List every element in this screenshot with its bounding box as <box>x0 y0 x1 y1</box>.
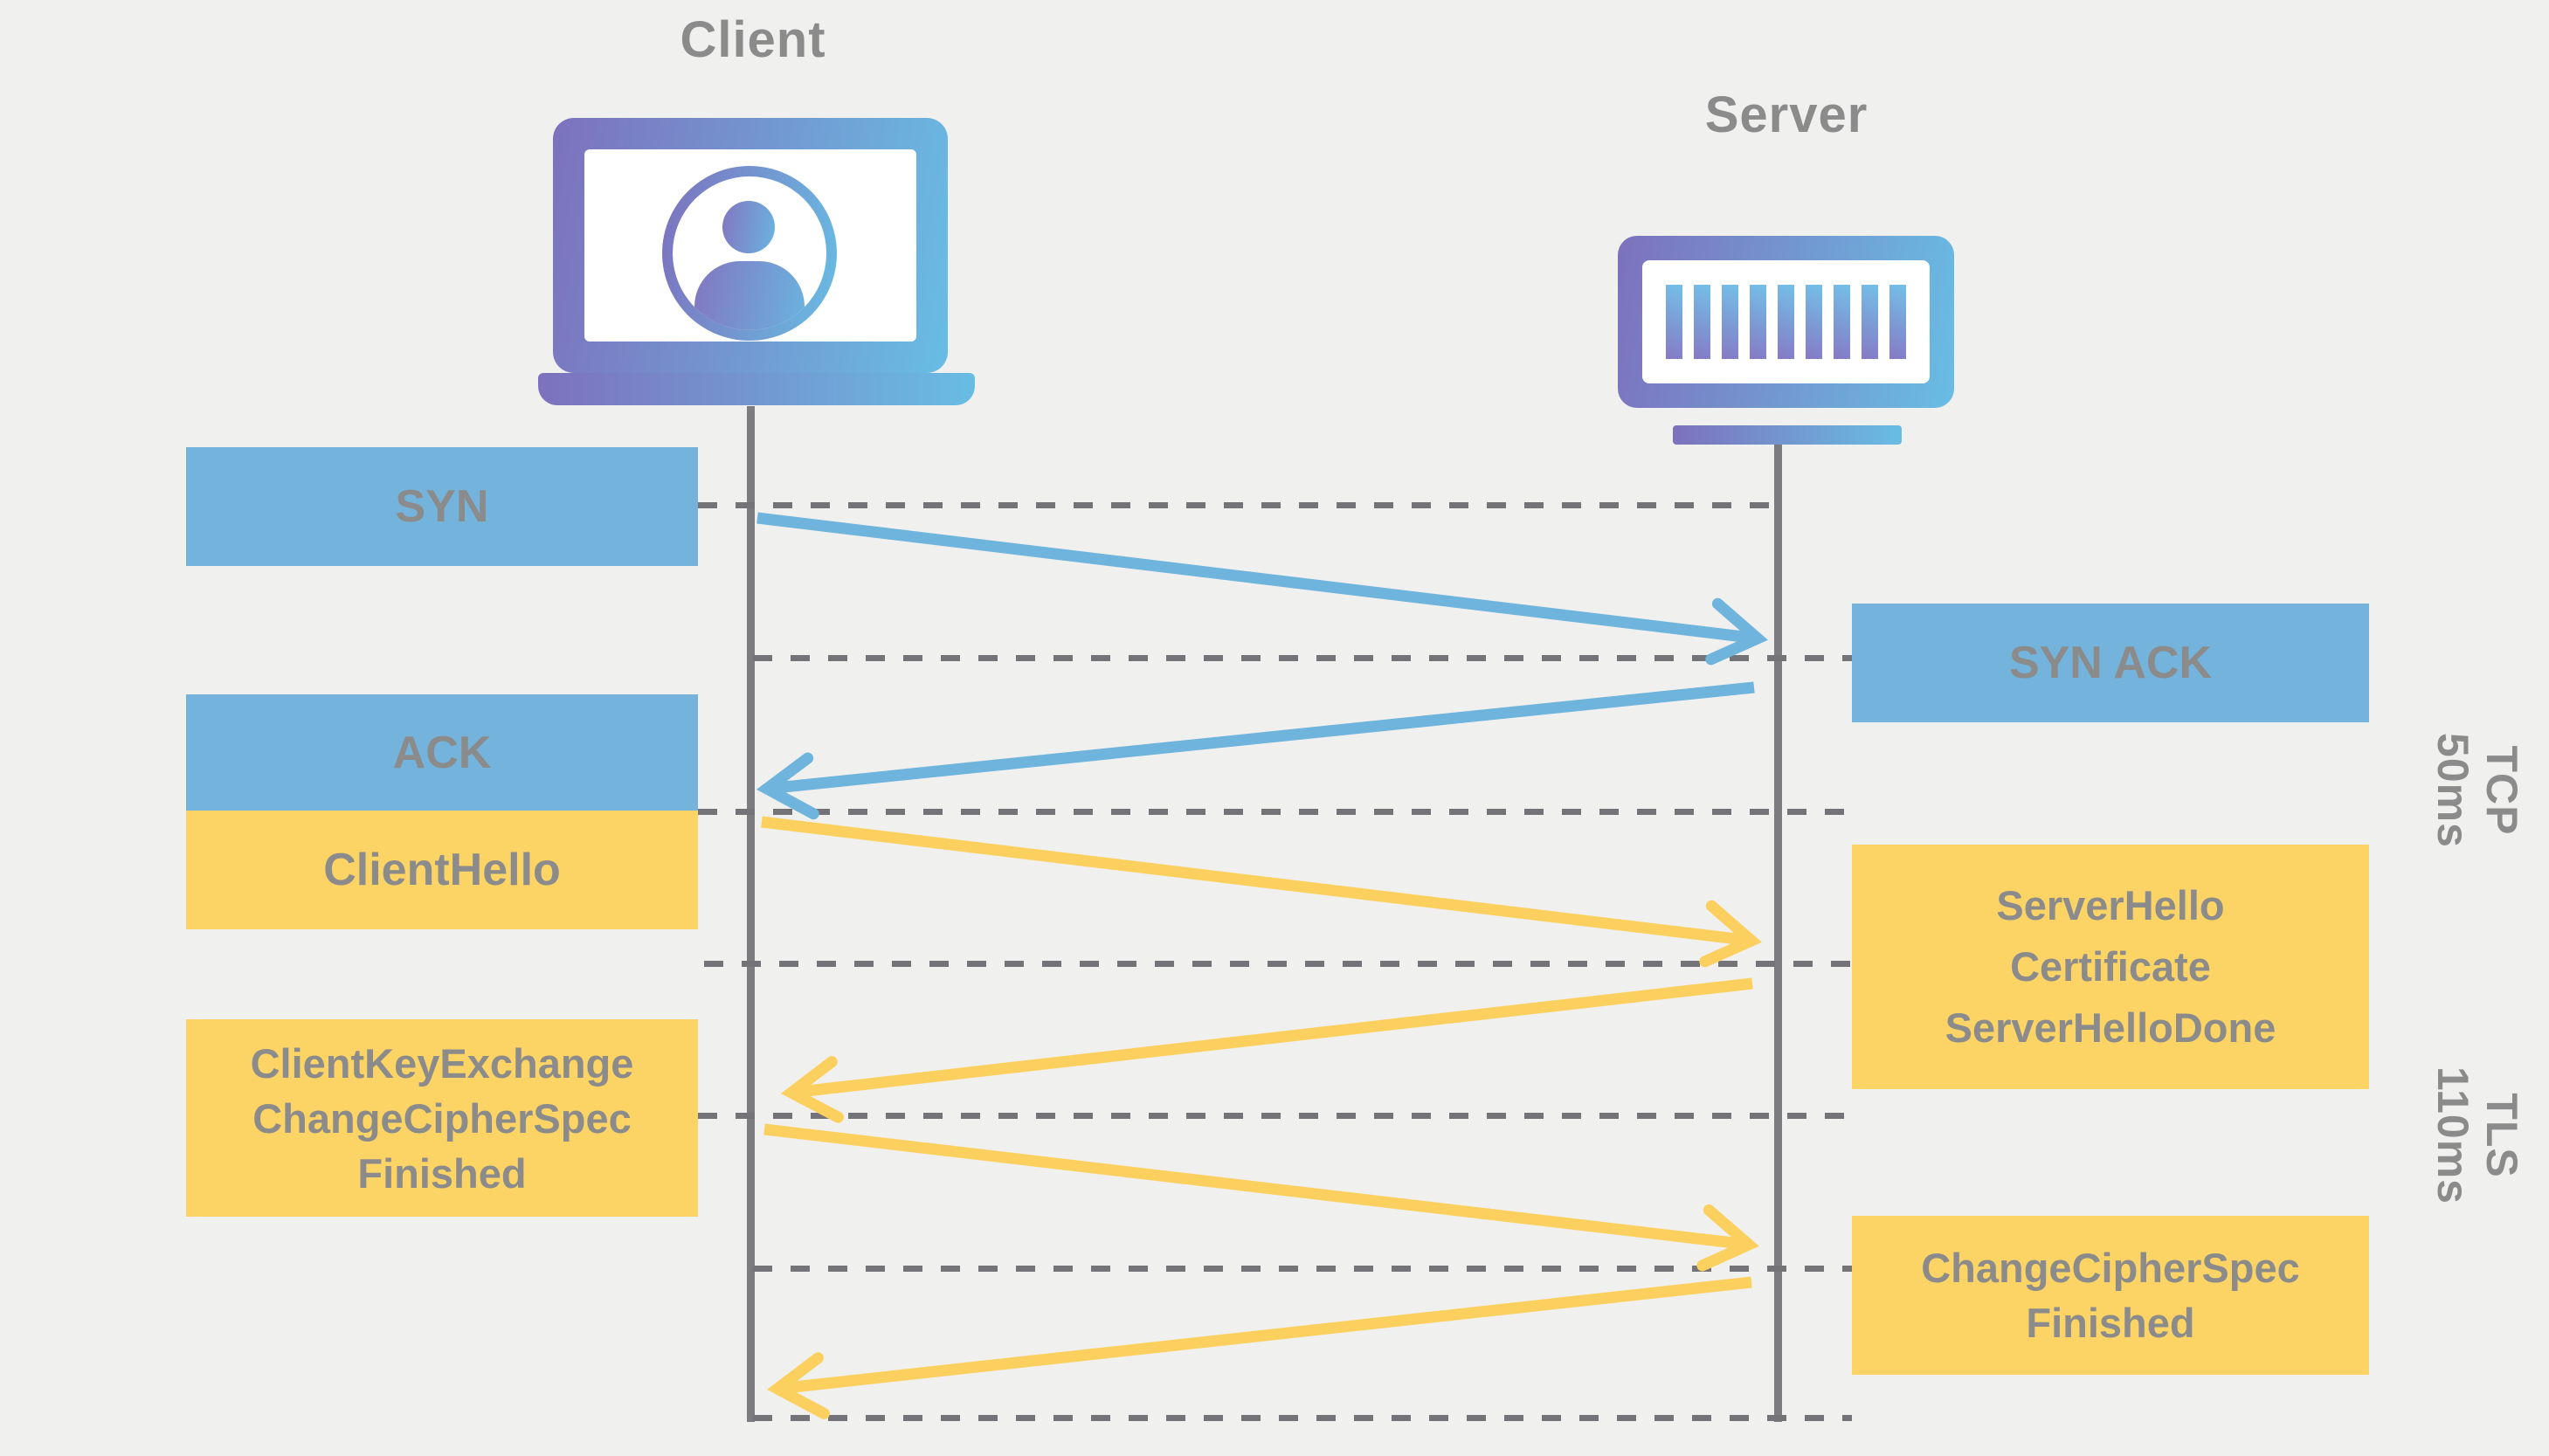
server-slot-bar <box>1806 285 1822 359</box>
timeline-rule-serverhello <box>704 961 1852 967</box>
arrow-change-cipher-spec <box>766 1276 1752 1419</box>
timeline-rule-synack <box>753 655 1852 661</box>
arrow-client-hello <box>761 816 1762 968</box>
avatar <box>662 166 837 341</box>
avatar-head <box>722 201 775 253</box>
server-slot-bar <box>1778 285 1794 359</box>
server-slot-bar <box>1889 285 1906 359</box>
timeline-rule-ack-clienthello <box>698 809 1852 815</box>
server-slot-bar <box>1666 285 1682 359</box>
message-box-client-hello: ClientHello <box>186 811 698 929</box>
server-base <box>1673 425 1902 445</box>
arrow-syn <box>756 512 1768 666</box>
server-slot-bar <box>1834 285 1850 359</box>
phase-label-tls: TLS 110ms <box>2428 1066 2526 1204</box>
client-title: Client <box>680 11 826 68</box>
server-slot-bar <box>1862 285 1878 359</box>
message-box-ack: ACK <box>186 694 698 811</box>
message-box-server-hello: ServerHello Certificate ServerHelloDone <box>1852 845 2369 1089</box>
server-title: Server <box>1704 86 1869 143</box>
message-box-syn: SYN <box>186 447 698 566</box>
timeline-rule-syn <box>698 502 1778 508</box>
timeline-rule-changecipherspec <box>753 1266 1852 1272</box>
message-box-client-key-exchange: ClientKeyExchange ChangeCipherSpec Finis… <box>186 1019 698 1217</box>
arrow-server-hello <box>780 977 1753 1123</box>
laptop-base <box>538 373 975 405</box>
avatar-body <box>694 261 805 330</box>
server-slot-bar <box>1750 285 1766 359</box>
server-slot-bar <box>1694 285 1710 359</box>
message-box-syn-ack: SYN ACK <box>1852 604 2369 722</box>
server-lifeline <box>1774 445 1782 1422</box>
server-rack-icon <box>1618 236 1954 408</box>
server-slot-bar <box>1722 285 1738 359</box>
timeline-rule-clientkeyexchange <box>698 1113 1852 1119</box>
message-box-change-cipher-spec: ChangeCipherSpec Finished <box>1852 1216 2369 1375</box>
arrow-client-key-exchange <box>763 1123 1759 1272</box>
phase-label-tcp: TCP 50ms <box>2428 733 2526 848</box>
client-lifeline <box>747 406 755 1422</box>
timeline-rule-end <box>753 1415 1852 1421</box>
arrow-syn-ack <box>756 681 1755 820</box>
